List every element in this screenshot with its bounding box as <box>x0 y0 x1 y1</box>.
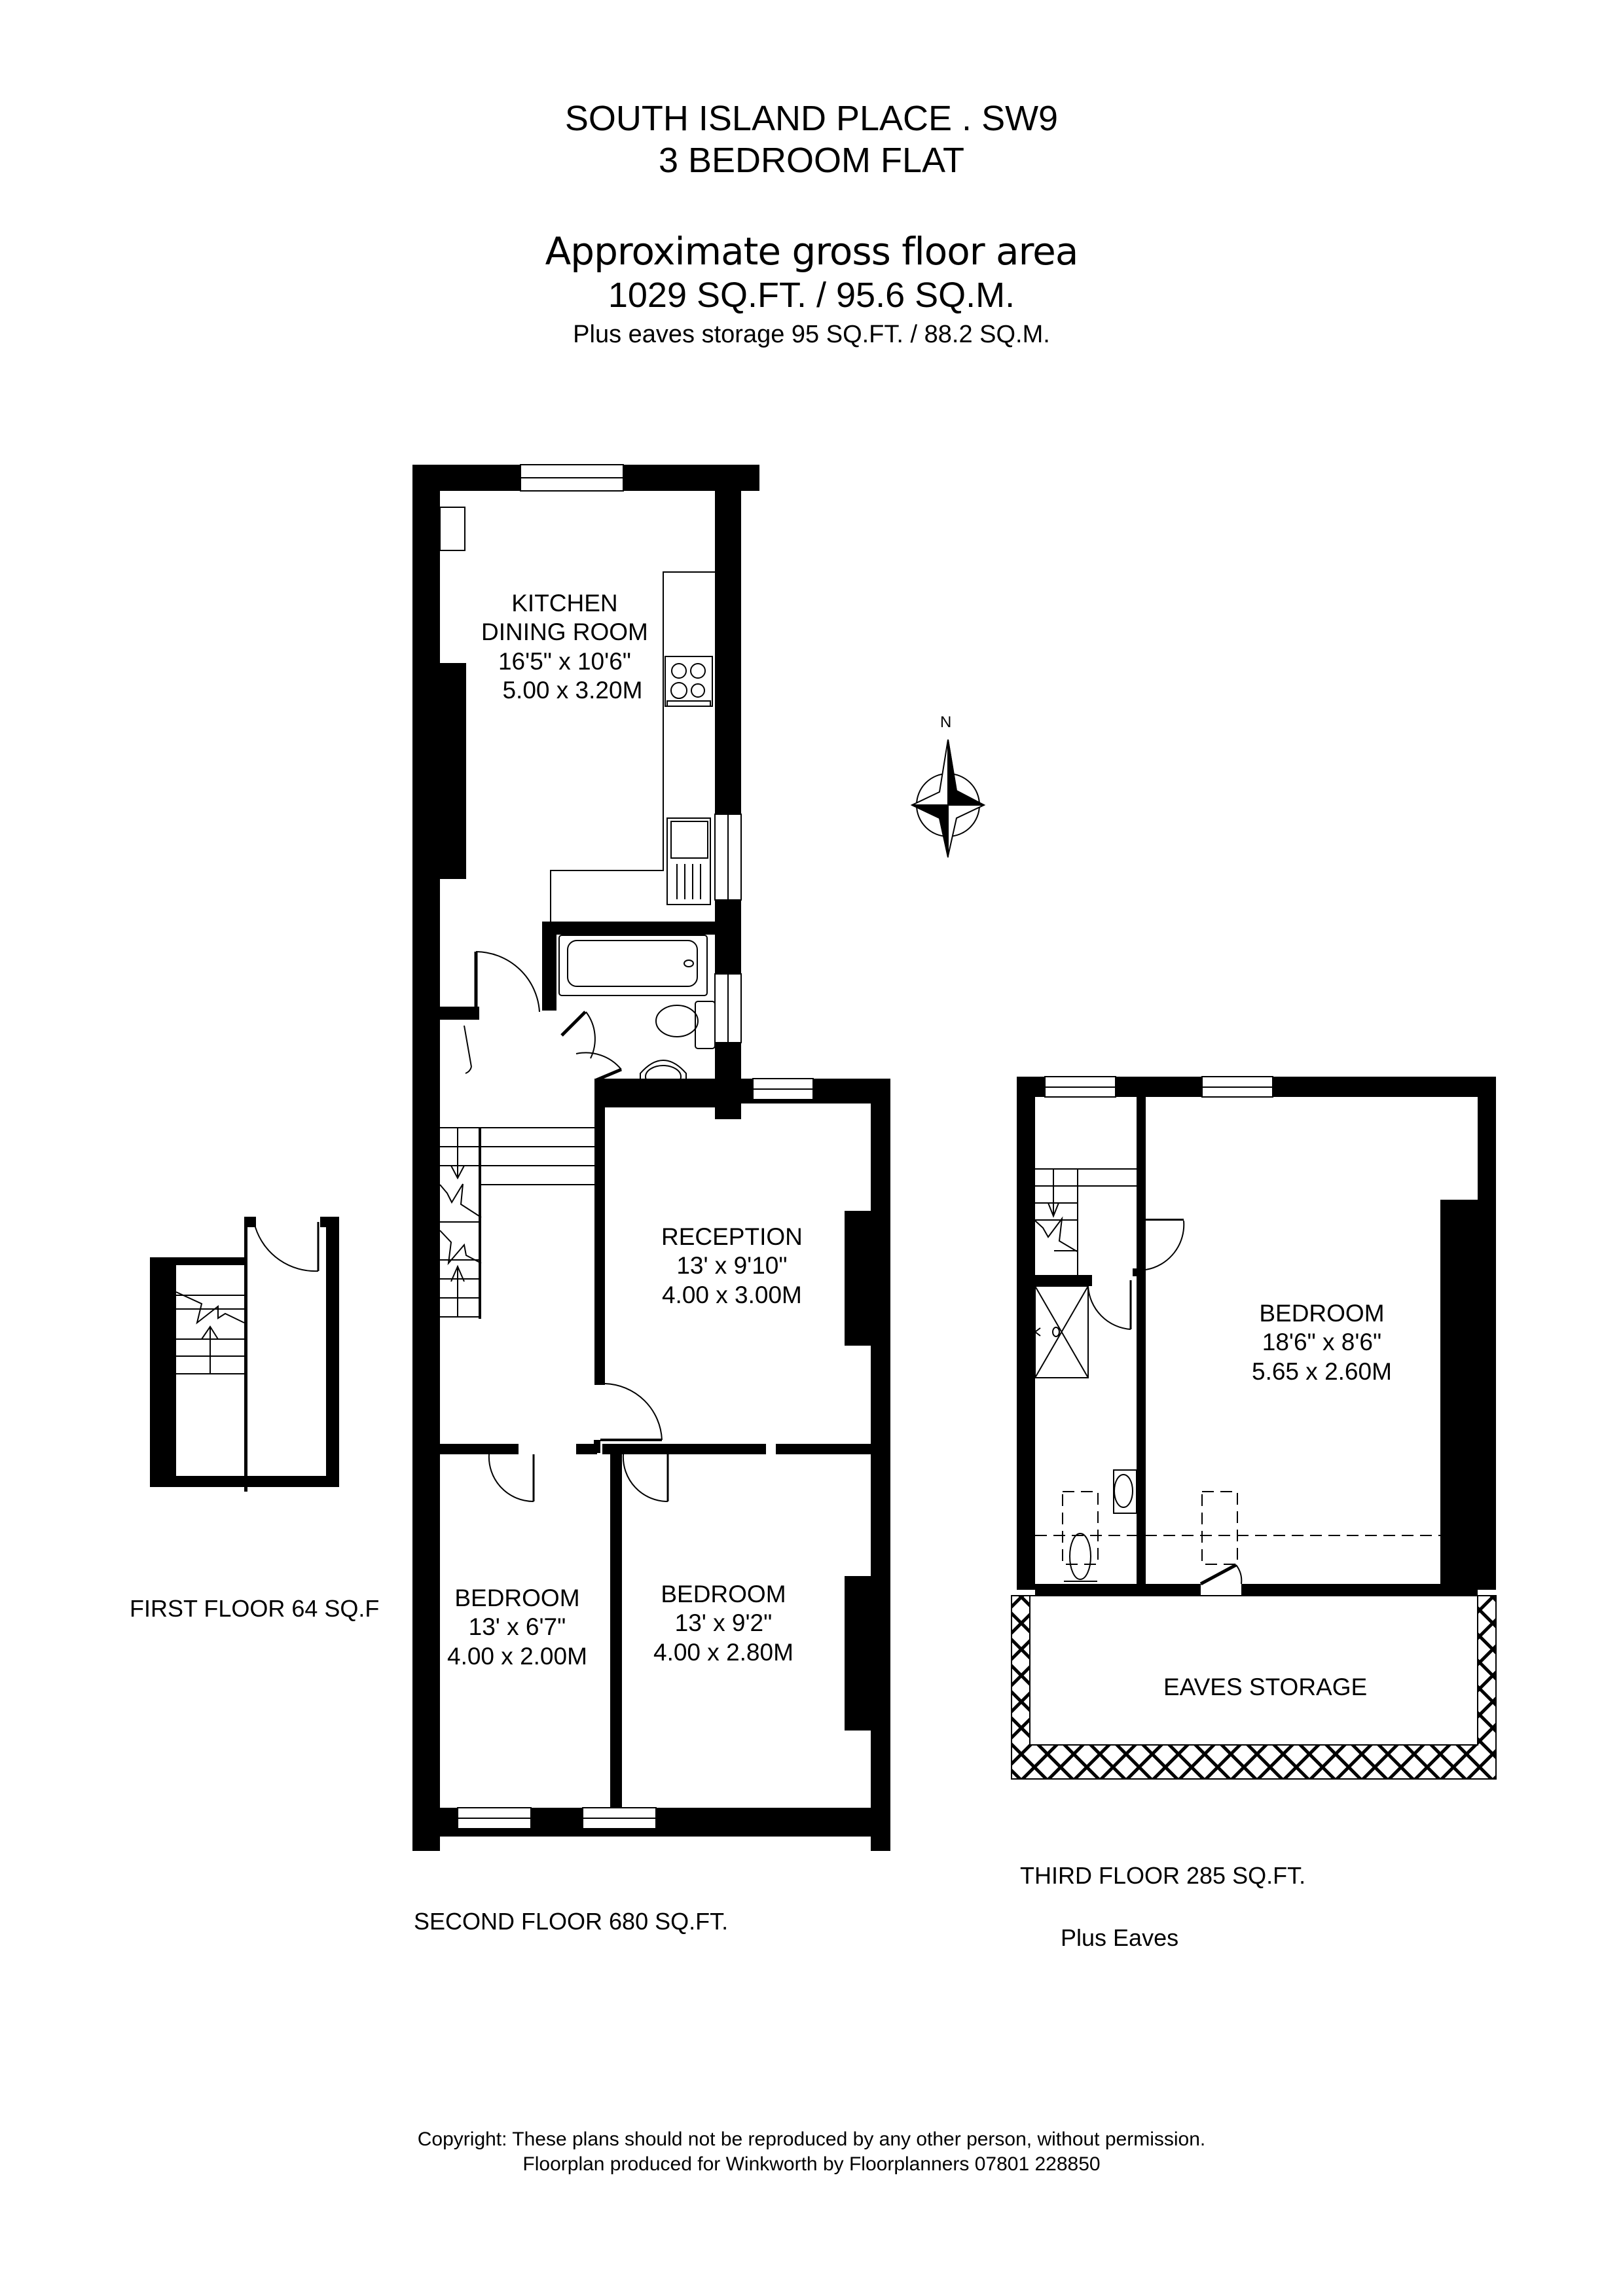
room-label-reception: RECEPTION 13' x 9'10" 4.00 x 3.00M <box>661 1223 803 1310</box>
room-label-kitchen: KITCHEN DINING ROOM 16'5" x 10'6" 5.00 x… <box>481 589 648 706</box>
room-label-bedroom-right: BEDROOM 13' x 9'2" 4.00 x 2.80M <box>653 1580 793 1667</box>
property-address: SOUTH ISLAND PLACE . SW9 <box>564 99 1059 138</box>
total-area: 1029 SQ.FT. / 95.6 SQ.M. <box>608 276 1015 315</box>
first-floor-plan <box>150 1217 339 1492</box>
room-dimensions-metric: 4.00 x 2.00M <box>447 1642 587 1670</box>
kitchen-fittings <box>439 507 715 922</box>
second-floor-label: SECOND FLOOR 680 SQ.FT. <box>414 1908 729 1935</box>
room-name: RECEPTION <box>661 1223 803 1250</box>
compass-north-label: N <box>940 713 952 731</box>
room-label-bedroom-left: BEDROOM 13' x 6'7" 4.00 x 2.00M <box>447 1584 587 1671</box>
room-dimensions-metric: 5.00 x 3.20M <box>502 677 643 704</box>
skylights <box>1035 1491 1440 1565</box>
room-name: BEDROOM <box>1259 1300 1385 1327</box>
second-floor-windows <box>457 464 814 1829</box>
room-label-bedroom-third: BEDROOM 18'6" x 8'6" 5.65 x 2.60M <box>1252 1299 1392 1386</box>
third-floor-label: THIRD FLOOR 285 SQ.FT. <box>1020 1862 1306 1889</box>
copyright-notice: Copyright: These plans should not be rep… <box>417 2128 1206 2150</box>
eaves-note: Plus eaves storage 95 SQ.FT. / 88.2 SQ.M… <box>573 321 1050 348</box>
second-floor-stairs <box>439 1127 594 1318</box>
room-label-eaves-storage: EAVES STORAGE <box>1163 1674 1368 1700</box>
floorplan-credit: Floorplan produced for Winkworth by Floo… <box>522 2153 1101 2175</box>
basin-icon <box>640 1060 687 1094</box>
wc-basin-icon <box>1113 1469 1137 1514</box>
room-dimensions-imperial: 18'6" x 8'6" <box>1262 1329 1382 1356</box>
third-floor-fittings <box>1034 1168 1243 1586</box>
area-caption: Approximate gross floor area <box>545 229 1079 274</box>
third-floor-windows <box>1044 1076 1273 1098</box>
bathroom-fittings <box>558 935 716 1094</box>
room-dimensions-metric: 4.00 x 3.00M <box>661 1281 802 1308</box>
property-type: 3 BEDROOM FLAT <box>658 141 965 180</box>
room-dimensions-metric: 4.00 x 2.80M <box>653 1638 793 1666</box>
room-dimensions-imperial: 16'5" x 10'6" <box>498 647 631 675</box>
room-name: BEDROOM <box>454 1585 580 1611</box>
room-name: KITCHEN <box>511 590 618 617</box>
kitchen-sink-icon <box>666 817 711 905</box>
compass-icon <box>910 739 986 858</box>
bath-icon <box>558 935 708 996</box>
hob-icon <box>665 656 713 707</box>
room-dimensions-imperial: 13' x 9'2" <box>674 1609 773 1637</box>
first-floor-stairs <box>175 1222 319 1374</box>
toilet-icon <box>655 1005 699 1037</box>
room-dimensions-metric: 5.65 x 2.60M <box>1252 1357 1392 1385</box>
eaves-storage-area <box>1011 1595 1497 1780</box>
second-floor-doors <box>464 951 669 1503</box>
third-floor-sub-label: Plus Eaves <box>1061 1924 1179 1951</box>
room-name: BEDROOM <box>661 1581 786 1607</box>
room-dimensions-imperial: 13' x 6'7" <box>468 1613 566 1641</box>
wc-toilet-icon <box>1069 1533 1091 1580</box>
first-floor-label: FIRST FLOOR 64 SQ.F <box>130 1595 380 1622</box>
room-dimensions-imperial: 13' x 9'10" <box>676 1252 788 1280</box>
room-name: DINING ROOM <box>481 619 648 646</box>
